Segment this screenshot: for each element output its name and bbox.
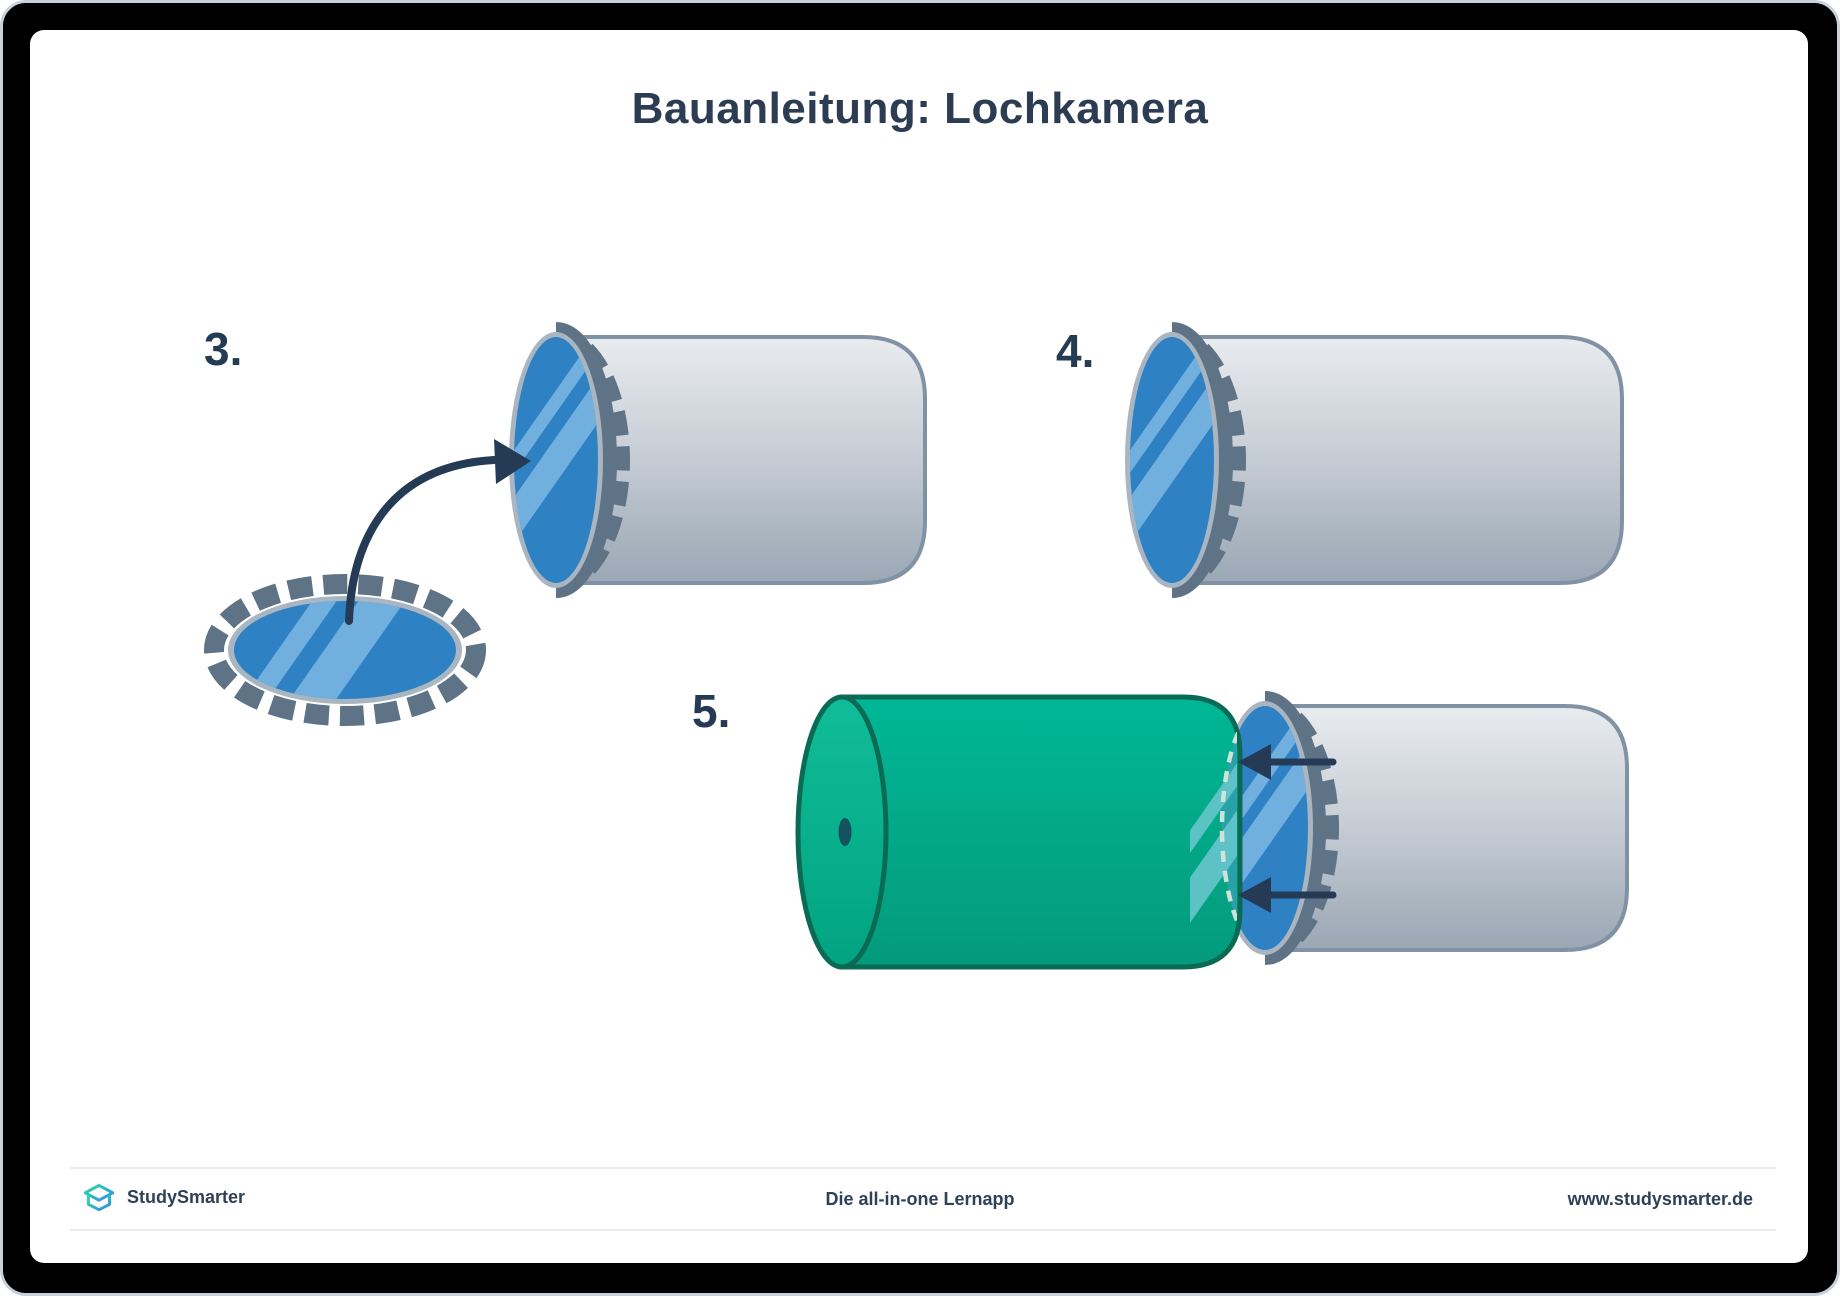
step3-serrated-disc <box>204 574 486 726</box>
brand-name: StudySmarter <box>127 1186 246 1207</box>
footer-divider-top <box>70 1167 1776 1169</box>
step-5-label: 5. <box>692 685 731 737</box>
disc-serration <box>204 574 486 726</box>
curved-insert-arrow-icon <box>345 439 531 625</box>
footer-url: www.studysmarter.de <box>1567 1189 1753 1209</box>
footer-tagline: Die all-in-one Lernapp <box>825 1189 1015 1209</box>
step5-green-can <box>795 694 1243 970</box>
tube-body <box>1263 704 1629 952</box>
tube-body <box>1170 335 1624 585</box>
studysmarter-logo-icon <box>83 1183 115 1212</box>
step-4-label: 4. <box>1056 325 1095 377</box>
step-3-label: 3. <box>204 323 243 375</box>
tube-collar <box>555 322 617 598</box>
page-title: Bauanleitung: Lochkamera <box>631 84 1209 133</box>
pinhole <box>838 818 852 846</box>
tube-collar-serration <box>1264 696 1339 960</box>
step4-tube <box>1125 322 1624 598</box>
green-body <box>839 694 1243 970</box>
tube-collar-serration <box>1171 327 1246 593</box>
tube-collar <box>1264 691 1326 965</box>
face-stripes <box>514 337 598 583</box>
step5-tube <box>1217 691 1629 965</box>
tube-body <box>554 335 927 585</box>
tube-collar-serration <box>555 327 630 593</box>
face-stripes <box>1130 337 1214 583</box>
brand: StudySmarter <box>80 1178 245 1216</box>
footer-divider-bottom <box>70 1229 1776 1231</box>
hidden-disc-overlay <box>1190 690 1237 965</box>
step3-tube <box>509 322 927 598</box>
push-in-arrows-icon <box>1238 744 1337 913</box>
tube-collar <box>1171 322 1233 598</box>
